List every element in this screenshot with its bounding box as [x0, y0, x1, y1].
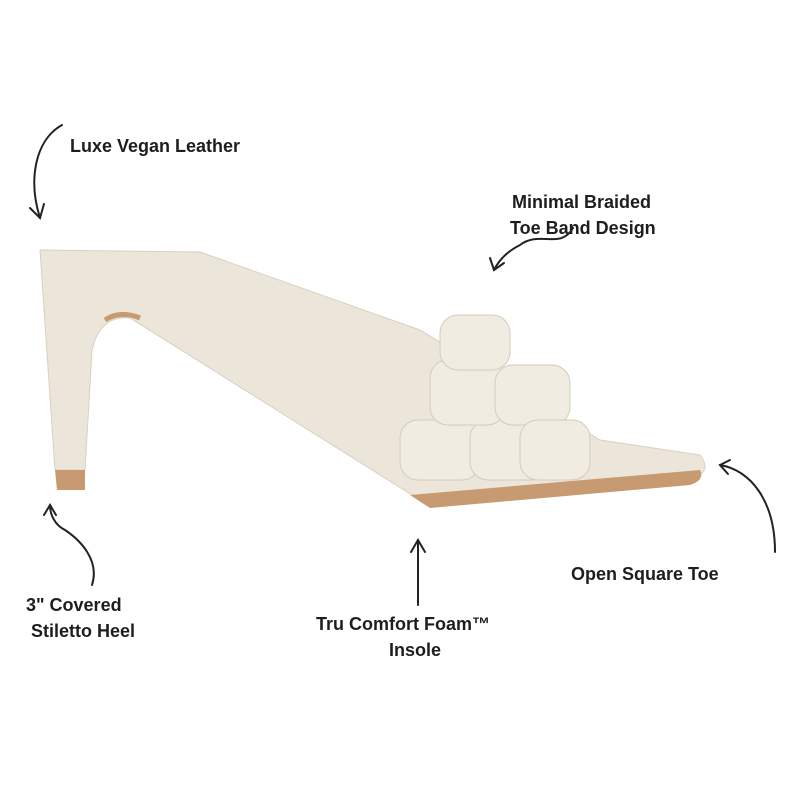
heel-tip [55, 470, 85, 490]
callout-insole-1: Tru Comfort Foam™ [316, 614, 490, 634]
arrow-band [493, 227, 574, 271]
arrow-heel [49, 504, 95, 586]
arrow-leather [33, 124, 63, 219]
callout-heel-1: 3" Covered [26, 595, 122, 615]
callout-heel-2: Stiletto Heel [31, 621, 136, 641]
braided-band [399, 314, 591, 481]
callout-toe: Open Square Toe [571, 564, 719, 584]
arrow-toe [719, 464, 776, 553]
sole [410, 470, 702, 508]
arrows [29, 124, 776, 606]
callout-insole-2: Insole [389, 640, 442, 660]
shoe-body [39, 249, 706, 501]
callout-leather: Luxe Vegan Leather [70, 136, 241, 156]
callout-band-1: Minimal Braided [512, 192, 652, 212]
callout-band-2: Toe Band Design [510, 218, 656, 238]
